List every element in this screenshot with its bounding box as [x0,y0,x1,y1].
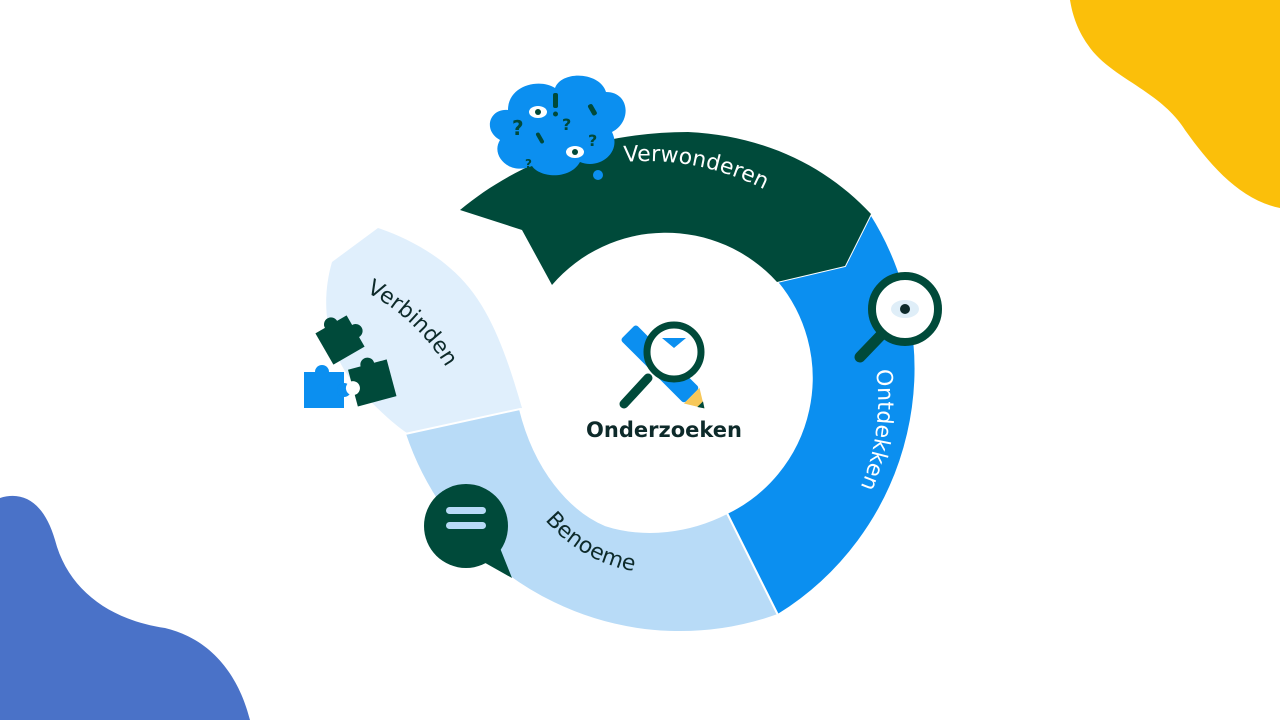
puzzle-pieces-icon [304,315,397,408]
svg-text:?: ? [525,157,532,171]
svg-text:?: ? [588,131,597,150]
magnifier-pencil-icon [619,321,705,409]
speech-bubble-icon [424,484,512,578]
svg-text:?: ? [512,116,524,140]
magnifier-eye-icon [854,272,942,363]
center-label: Onderzoeken [586,418,742,442]
thought-cloud-icon: ? ? ? ? [489,75,626,186]
blue-corner-blob [0,495,250,720]
svg-text:?: ? [562,115,571,134]
segment-ontdekken[interactable] [725,211,917,617]
yellow-corner-blob [1070,0,1280,208]
